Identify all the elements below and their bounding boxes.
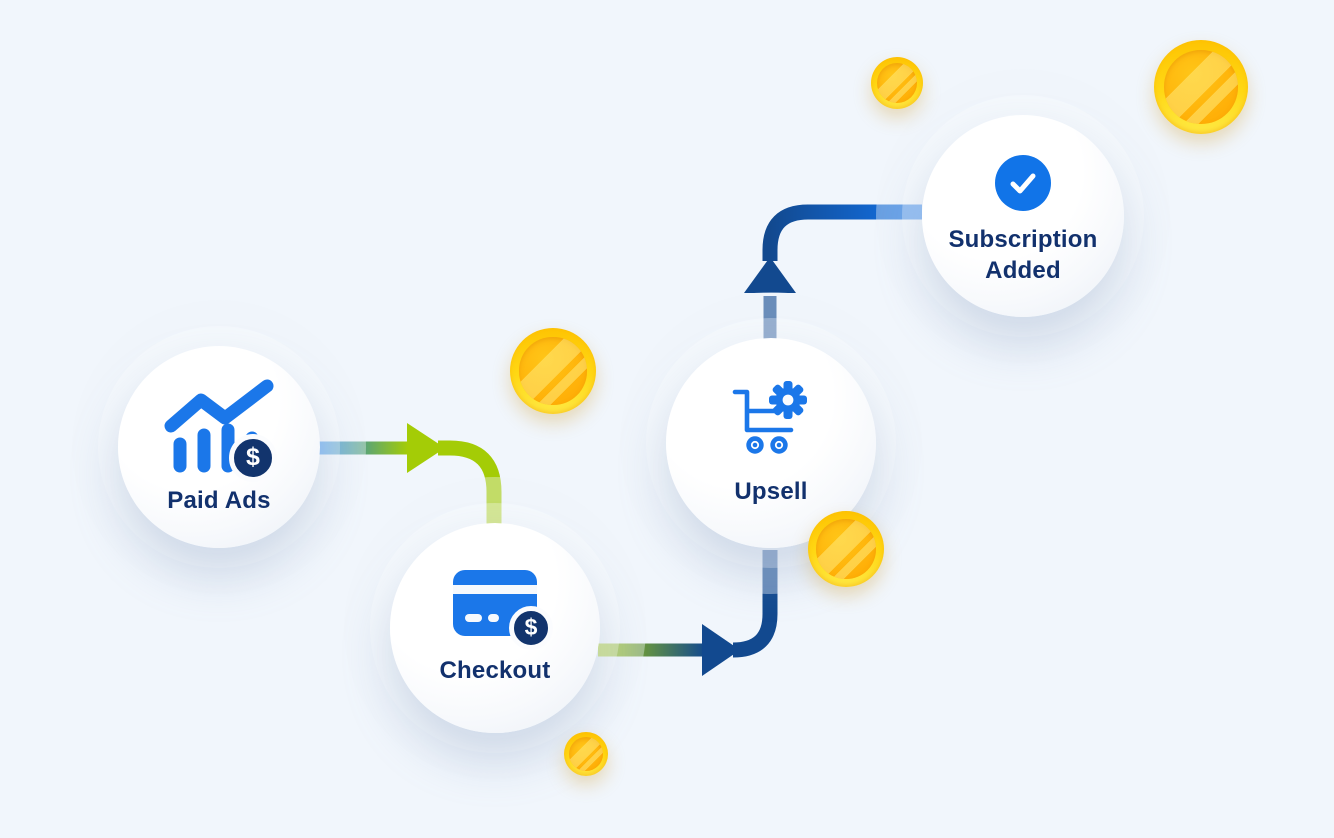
- connector-upsell-to-subscription: [744, 204, 922, 340]
- coin-icon: [1154, 40, 1248, 134]
- bar-chart-dollar-icon: $: [163, 378, 277, 482]
- node-subscription-added: Subscription Added: [922, 115, 1124, 317]
- dollar-symbol: $: [524, 614, 538, 641]
- arrowhead-up-icon: [744, 257, 796, 293]
- check-icon: [995, 155, 1051, 212]
- connector-elbow: [438, 440, 502, 530]
- arrowhead-right-icon: [702, 624, 740, 676]
- node-label: Checkout: [439, 656, 551, 684]
- gear-icon: [769, 381, 807, 420]
- card-stripe: [453, 584, 537, 594]
- dollar-symbol: $: [246, 443, 260, 472]
- checkmark-glyph: [1010, 173, 1036, 194]
- arrowhead-right-icon: [407, 423, 445, 473]
- shopping-cart-gear-icon: [732, 381, 807, 454]
- node-paid-ads: $ Paid Ads: [118, 346, 320, 548]
- connector-checkout-to-upsell: [598, 550, 778, 676]
- cart-gear-icon: [725, 378, 817, 465]
- connector-elbow: [732, 550, 778, 658]
- dollar-badge: $: [509, 605, 553, 650]
- coin-icon: [808, 511, 884, 587]
- connector-elbow: [762, 204, 922, 261]
- node-label: Paid Ads: [167, 486, 271, 514]
- card-dash: [465, 613, 482, 622]
- label-line-1: Subscription: [948, 226, 1098, 254]
- coin-icon: [871, 57, 923, 109]
- connector-paid-ads-to-checkout: [318, 423, 502, 530]
- credit-card-dollar-icon: $: [453, 569, 553, 650]
- node-checkout: $ Checkout: [390, 523, 600, 733]
- dollar-badge: $: [229, 433, 277, 482]
- node-label: Subscription Added: [948, 225, 1097, 286]
- coin-icon: [510, 328, 596, 414]
- label-line-2: Added: [985, 257, 1061, 284]
- coin-icon: [564, 732, 608, 776]
- node-label: Upsell: [734, 478, 808, 506]
- card-dash: [488, 613, 499, 622]
